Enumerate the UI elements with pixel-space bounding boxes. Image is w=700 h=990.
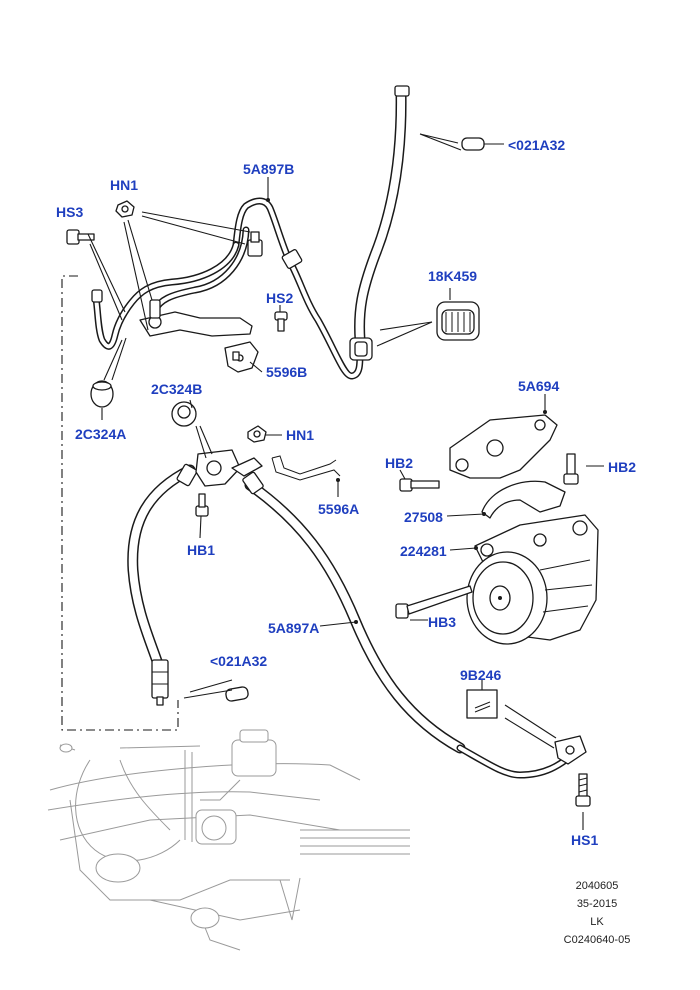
callout-hb1: HB1 xyxy=(187,542,216,558)
reference-author: LK xyxy=(590,916,604,928)
callout-2c324b: 2C324B xyxy=(151,381,203,397)
bracket-5a694 xyxy=(449,414,558,479)
callout-5a694: 5A694 xyxy=(518,378,560,394)
callout-2c324a: 2C324A xyxy=(75,426,127,442)
callout-hn1-mid: HN1 xyxy=(286,427,315,443)
cap-021a32-bottom xyxy=(225,686,249,702)
grommet-2c324b xyxy=(171,401,197,427)
leader-lines xyxy=(87,133,604,830)
callout-hb3: HB3 xyxy=(428,614,457,630)
callout-hb2-left: HB2 xyxy=(385,455,414,471)
callout-5596b: 5596B xyxy=(266,364,308,380)
nut-hn1-mid xyxy=(247,425,267,443)
vehicle-context-ghost xyxy=(47,729,410,951)
clamp-18k459 xyxy=(436,301,480,341)
callout-021a32-top: <021A32 xyxy=(508,137,566,153)
callout-hs2: HS2 xyxy=(266,290,294,306)
bracket-5596a xyxy=(271,455,341,481)
bolt-hb3 xyxy=(395,585,473,619)
reference-code-3: C0240640-05 xyxy=(563,934,631,946)
dashed-boundary xyxy=(61,275,179,731)
callout-5596a: 5596A xyxy=(318,501,360,517)
callout-27508: 27508 xyxy=(404,509,443,525)
power-steering-pump-224281 xyxy=(466,514,599,645)
callout-224281: 224281 xyxy=(400,543,447,559)
callout-5a897a: 5A897A xyxy=(268,620,320,636)
bolt-hb2-right xyxy=(563,453,579,485)
callout-hb2-right: HB2 xyxy=(608,459,637,475)
callout-hs3: HS3 xyxy=(56,204,84,220)
o-ring-kit-9b246 xyxy=(466,689,498,719)
nut-hn1-top xyxy=(115,200,135,218)
bolt-hs3 xyxy=(66,229,95,245)
bolt-hs1 xyxy=(575,773,591,807)
heat-shield-27508 xyxy=(481,480,566,519)
return-hose-5a897b xyxy=(91,85,410,380)
grommet-2c324a xyxy=(90,380,114,408)
callout-021a32-bottom: <021A32 xyxy=(210,653,268,669)
callout-9b246: 9B246 xyxy=(460,667,502,683)
bolt-hb1 xyxy=(195,493,209,517)
reference-code-1: 2040605 xyxy=(575,880,619,892)
bolt-hb2-left xyxy=(399,478,440,492)
bolt-hs2 xyxy=(274,311,288,332)
reference-code-2: 35-2015 xyxy=(576,898,618,910)
callout-hn1-top: HN1 xyxy=(110,177,139,193)
callout-hs1: HS1 xyxy=(571,832,599,848)
callout-5a897b: 5A897B xyxy=(243,161,295,177)
bracket-5596b xyxy=(224,341,259,373)
cap-021a32-top xyxy=(461,137,485,151)
pressure-hose-5a897a xyxy=(127,449,587,779)
callout-18k459: 18K459 xyxy=(428,268,478,284)
